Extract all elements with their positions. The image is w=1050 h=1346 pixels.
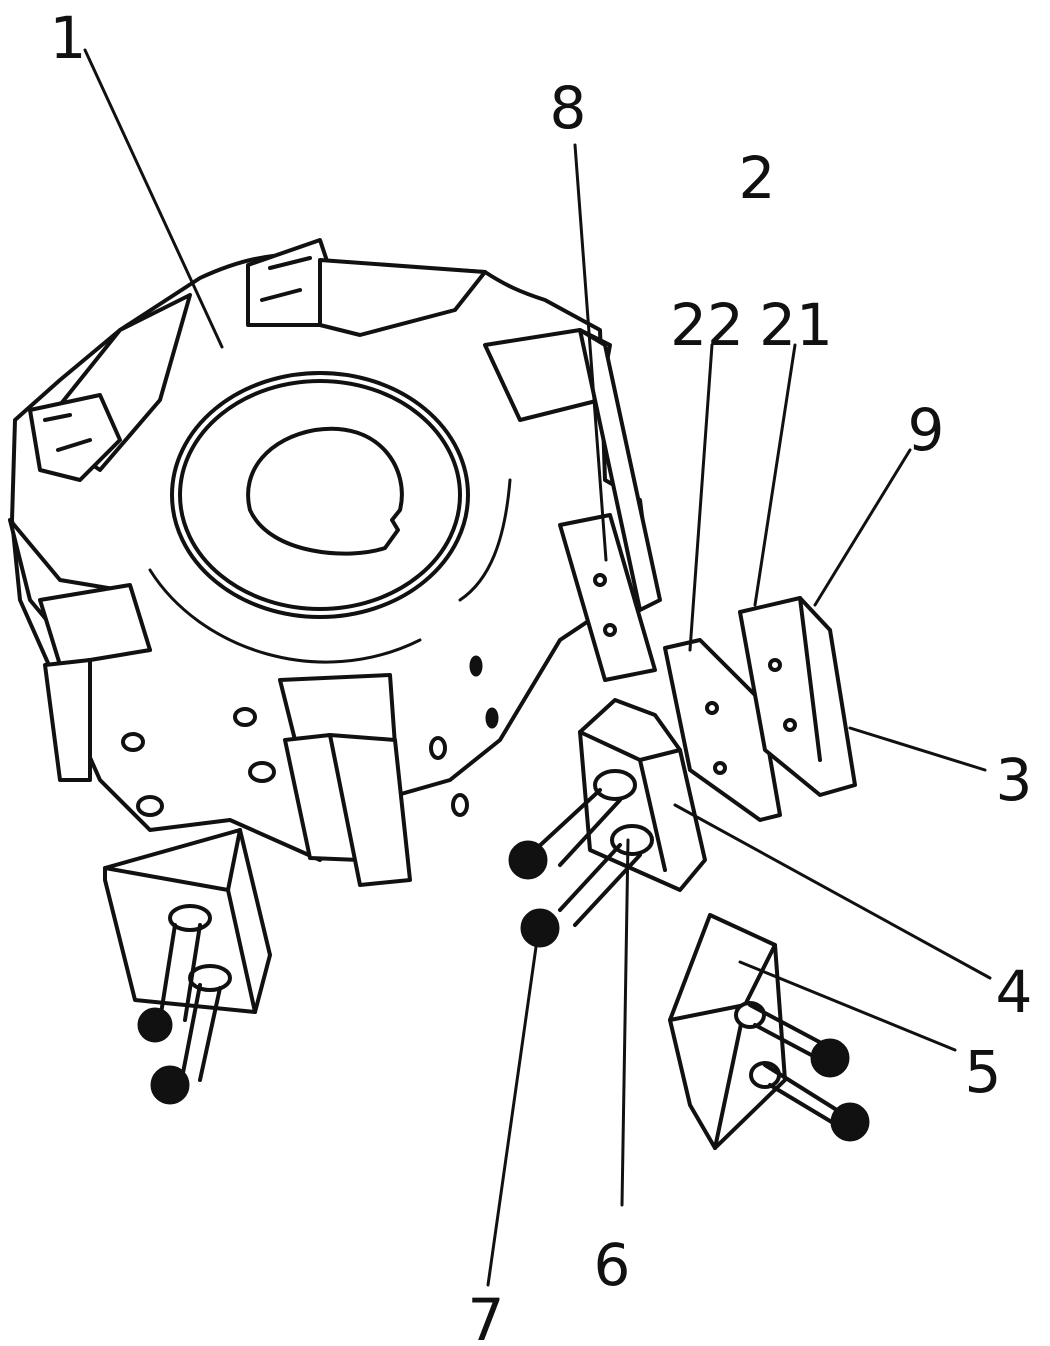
reference-labels: 1 8 2 22 21 9 3 4 5 6 7 bbox=[50, 4, 1033, 1346]
label-9: 9 bbox=[908, 396, 945, 464]
label-3: 3 bbox=[996, 746, 1033, 814]
label-6: 6 bbox=[594, 1231, 631, 1299]
leader-6 bbox=[620, 838, 630, 1207]
label-4: 4 bbox=[996, 958, 1033, 1026]
leader-5 bbox=[738, 960, 957, 1052]
leader-8 bbox=[573, 143, 608, 562]
label-22: 22 bbox=[670, 291, 744, 359]
leader-1 bbox=[83, 48, 224, 349]
leader-4 bbox=[673, 803, 992, 980]
blade-assembly bbox=[663, 596, 857, 822]
label-5: 5 bbox=[965, 1038, 1002, 1106]
label-21: 21 bbox=[759, 291, 833, 359]
leader-3 bbox=[848, 726, 987, 772]
leader-21 bbox=[753, 343, 797, 607]
leader-9 bbox=[813, 448, 912, 607]
clamp-block-with-screws bbox=[508, 698, 707, 948]
leader-22 bbox=[688, 343, 714, 652]
cutter-head-body bbox=[8, 238, 662, 887]
label-7: 7 bbox=[468, 1286, 505, 1346]
right-wedge-with-screws bbox=[668, 913, 870, 1150]
leader-7 bbox=[486, 938, 539, 1287]
leader-lines bbox=[83, 48, 992, 1287]
label-2: 2 bbox=[739, 144, 776, 212]
label-1: 1 bbox=[50, 4, 87, 72]
left-wedge-with-screws bbox=[103, 828, 272, 1105]
label-8: 8 bbox=[550, 74, 587, 142]
